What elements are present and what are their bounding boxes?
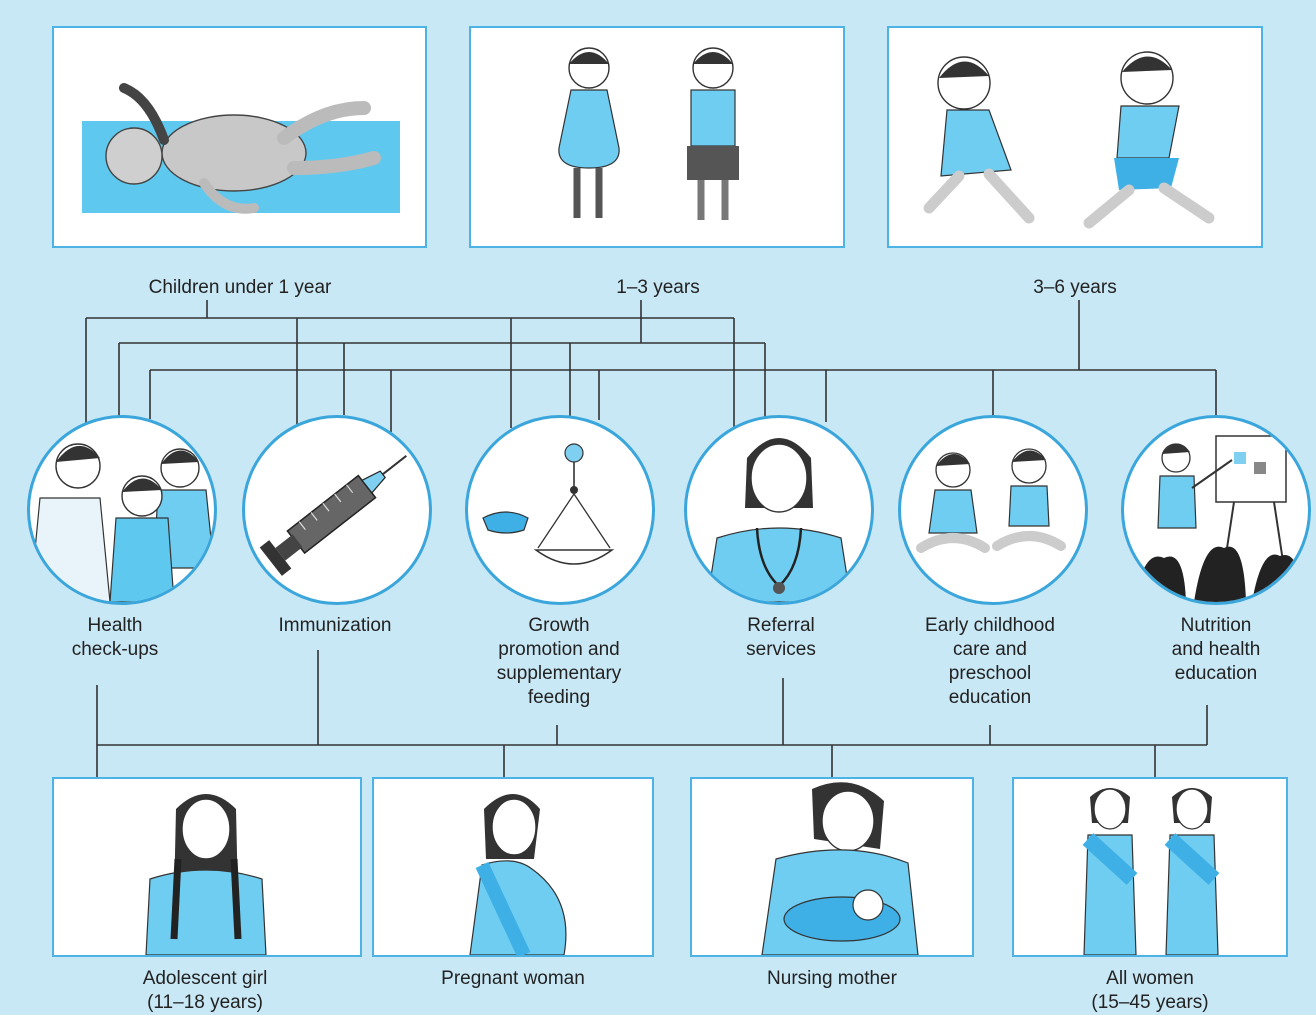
women-label-nursing-mother: Nursing mother [727,967,937,991]
adolescent-girl-panel [52,777,362,957]
nursing-mother-icon [692,779,972,955]
pregnant-woman-icon [374,779,652,955]
doctor-with-children-icon [30,418,214,602]
health-checkups-circle [27,415,217,605]
growth-feeding-circle [465,415,655,605]
immunization-circle [242,415,432,605]
adolescent-girl-icon [54,779,360,955]
toddlers-icon [471,28,843,246]
service-label-immunization: Immunization [250,614,420,638]
women-label-pregnant-woman: Pregnant woman [408,967,618,991]
nutrition-education-circle [1121,415,1311,605]
women-label-adolescent-girl: Adolescent girl (11–18 years) [95,967,315,1015]
all-women-panel [1012,777,1288,957]
pregnant-woman-panel [372,777,654,957]
infant-panel [52,26,427,248]
service-label-health-checkups: Health check-ups [40,614,190,662]
service-label-nutrition: Nutrition and health education [1136,614,1296,686]
women-label-all-women: All women (15–45 years) [1050,967,1250,1015]
children-sitting-icon [901,418,1085,602]
syringe-icon [245,418,429,602]
women-pair-icon [1014,779,1286,955]
early-childhood-circle [898,415,1088,605]
referral-services-circle [684,415,874,605]
weighing-scale-icon [468,418,652,602]
toddlers-panel [469,26,845,248]
service-label-early-childhood: Early childhood care and preschool educa… [900,614,1080,710]
age-label-1-3: 1–3 years [558,276,758,300]
infant-icon [54,28,425,246]
preschoolers-panel [887,26,1263,248]
teacher-board-icon [1124,418,1308,602]
service-label-growth-feeding: Growth promotion and supplementary feedi… [470,614,648,710]
age-label-under-1: Children under 1 year [110,276,370,300]
service-label-referral: Referral services [706,614,856,662]
age-label-3-6: 3–6 years [975,276,1175,300]
health-worker-icon [687,418,871,602]
nursing-mother-panel [690,777,974,957]
running-children-icon [889,28,1261,246]
